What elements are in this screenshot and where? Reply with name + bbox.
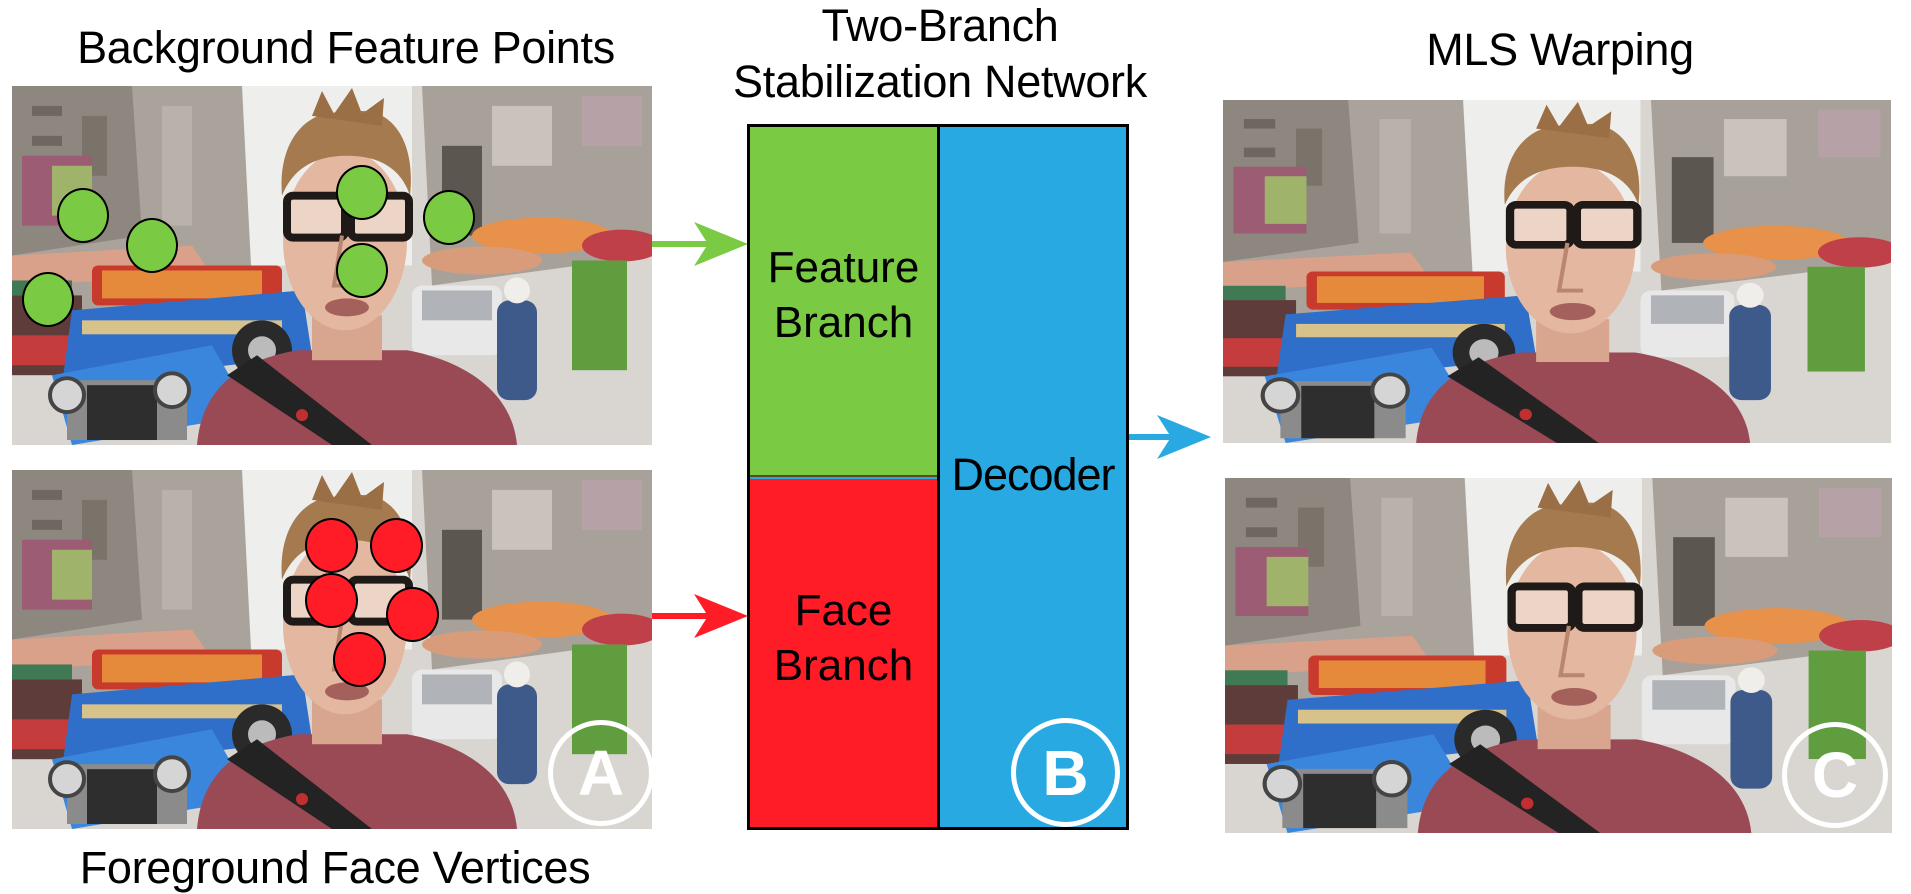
mls-warping-caption: MLS Warping — [1426, 24, 1694, 75]
face-branch-label-line1: Face — [794, 586, 893, 635]
feature-point-marker — [57, 188, 109, 243]
face-vertex-marker — [305, 573, 358, 628]
output-frame-top — [1223, 100, 1891, 443]
feature-branch-label-line2: Branch — [773, 298, 914, 347]
face-branch-block: Face Branch — [750, 479, 937, 827]
branch-divider — [937, 127, 940, 827]
decoder-output-arrow-icon — [1127, 415, 1211, 459]
foreground-face-vertices-caption: Foreground Face Vertices — [79, 842, 591, 893]
face-vertex-marker — [333, 632, 386, 687]
decoder-block: Decoder — [940, 127, 1126, 827]
feature-point-marker — [336, 165, 388, 220]
street-scene-image — [12, 86, 652, 445]
feature-point-marker — [423, 190, 475, 245]
face-vertex-marker — [305, 518, 358, 573]
feature-point-marker — [126, 218, 178, 273]
background-feature-points-caption: Background Feature Points — [77, 22, 615, 73]
face-vertex-marker — [370, 518, 423, 573]
face-vertex-marker — [386, 587, 439, 642]
feature-arrow-icon — [652, 222, 748, 266]
feature-branch-block: Feature Branch — [750, 127, 937, 477]
network-title-line1: Two-Branch — [821, 0, 1059, 51]
street-scene-image — [1223, 100, 1891, 443]
feature-branch-label-line1: Feature — [767, 243, 920, 292]
feature-point-marker — [336, 243, 388, 298]
badge-a: A — [548, 720, 654, 826]
badge-b: B — [1011, 718, 1120, 827]
face-arrow-icon — [652, 594, 748, 638]
network-title-line2: Stabilization Network — [733, 56, 1147, 107]
input-frame-feature-points — [12, 86, 652, 445]
badge-c: C — [1782, 722, 1888, 828]
face-branch-label-line2: Branch — [773, 641, 914, 690]
decoder-label: Decoder — [951, 449, 1115, 500]
feature-point-marker — [22, 272, 74, 327]
